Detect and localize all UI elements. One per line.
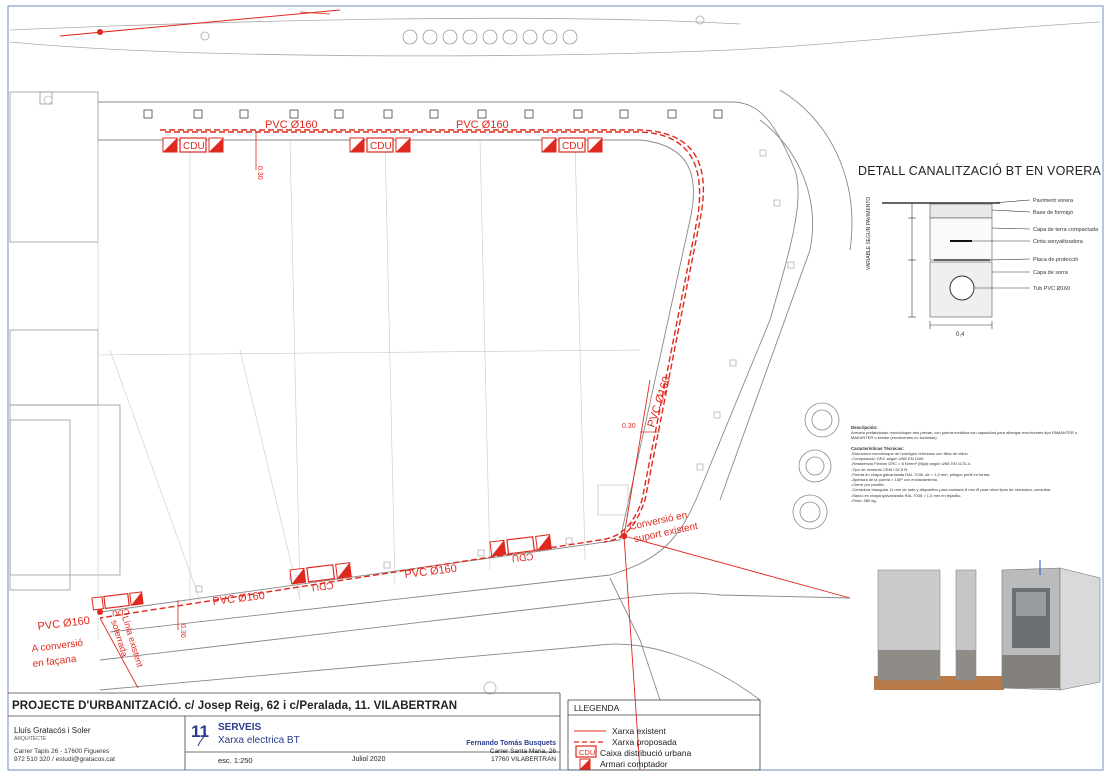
layer-label-5: Capa de sorra bbox=[1033, 270, 1069, 276]
client-name: Fernando Tomás Busquets bbox=[466, 740, 556, 747]
cdu-label-5: CDU bbox=[511, 550, 534, 564]
architect-block: Lluís Gratacós i Soler ARQUITECTE bbox=[14, 726, 90, 744]
desc-text: Armario prefabricado monobloque tres pie… bbox=[851, 430, 1078, 441]
detail-description: Descripción: Armario prefabricado monobl… bbox=[851, 425, 1096, 503]
tech-line: -Apertura de la puerta > 150º con enclav… bbox=[851, 477, 939, 483]
cabinet-illustration bbox=[874, 560, 1101, 691]
dim-030-2: 0.30 bbox=[622, 423, 636, 430]
cdu-label-2: CDU bbox=[370, 141, 392, 152]
client-block: Fernando Tomás Busquets Carrer Santa Mar… bbox=[416, 740, 556, 764]
pvc-label-2: PVC Ø160 bbox=[456, 119, 509, 131]
sheet-subsection: Xarxa electrica BT bbox=[218, 735, 300, 746]
layer-label-0: Paviment vorera bbox=[1033, 198, 1074, 204]
desc-heading: Descripción: bbox=[851, 425, 878, 430]
tech-line: -Puerta en chapa galvanizada RAL 7035, d… bbox=[851, 471, 991, 477]
legend-title: LLEGENDA bbox=[574, 703, 620, 713]
project-title: PROJECTE D'URBANITZACIÓ. c/ Josep Reig, … bbox=[12, 700, 458, 712]
layer-label-2: Capa de terra compactada bbox=[1033, 227, 1099, 233]
dim-030-1: 0.30 bbox=[256, 166, 263, 180]
pvc-label-5: PVC Ø160 bbox=[212, 590, 266, 608]
architect-role: ARQUITECTE bbox=[14, 736, 47, 742]
pvc-label-4: PVC Ø160 bbox=[404, 563, 458, 581]
dim-030-3: 0.30 bbox=[179, 624, 186, 638]
tech-line: -Composición GRC según UNE EN 1169. bbox=[851, 456, 925, 462]
cdu-label-3: CDU bbox=[562, 141, 584, 152]
client-city: 17760 VILABERTRAN bbox=[491, 756, 556, 763]
layer-label-1: Base de formigó bbox=[1033, 210, 1073, 216]
architect-address-block: Carrer Tapis 26 - 17600 Figueres 972 510… bbox=[14, 748, 115, 764]
cdu-label-1: CDU bbox=[183, 141, 205, 152]
architect-contact: 972 510 320 / estudi@gratacos.cat bbox=[14, 756, 115, 763]
tech-line: -Cerradura triangular 11 mm de lado y di… bbox=[851, 487, 1052, 493]
pvc-label-6: PVC Ø160 bbox=[37, 615, 91, 633]
tech-line: -Marco en chapa galvanizada RAL 7035 > 1… bbox=[851, 492, 962, 498]
tech-line: -Peso: 380 kg. bbox=[851, 497, 877, 503]
legend-cdu-symbol: CDU bbox=[579, 748, 595, 757]
cdu-label-6: CDU bbox=[111, 607, 130, 618]
client-address: Carrer Santa Maria, 26 bbox=[489, 748, 556, 755]
variable-depth-label: VARIABLE SEGUN PAVIMENTO bbox=[866, 197, 872, 270]
tech-line: -Tipo de cemento CEM I 52,5 R. bbox=[851, 466, 909, 472]
pvc-label-1: PVC Ø160 bbox=[265, 119, 318, 131]
detail-title: DETALL CANALITZACIÓ BT EN VORERA bbox=[858, 164, 1102, 178]
sheet-date: Juliol 2020 bbox=[352, 756, 386, 763]
layer-label-3: Cinta senyalitzadora bbox=[1033, 239, 1084, 245]
layer-label-6: Tub PVC Ø160 bbox=[1033, 286, 1070, 292]
legend-item-proposed: Xarxa proposada bbox=[612, 737, 677, 747]
legend-item-meter: Armari comptador bbox=[600, 759, 668, 769]
trench-detail-drawing: VARIABLE SEGUN PAVIMENTO 0,4 Paviment vo… bbox=[866, 197, 1099, 338]
tech-line: -Cierre por pestillo. bbox=[851, 482, 885, 488]
cdu-label-4: CDU bbox=[311, 579, 334, 593]
tech-line: -Resistencia Flexión GRC > 8 N/mm² (Mpa)… bbox=[851, 461, 972, 467]
legend-item-cdu: Caixa distribució urbana bbox=[600, 748, 692, 758]
sheet-scale: esc. 1:250 bbox=[218, 756, 253, 765]
conversion-facade-label-2: en façana bbox=[32, 654, 77, 670]
legend-item-existing: Xarxa existent bbox=[612, 726, 666, 736]
width-label: 0,4 bbox=[956, 332, 965, 338]
conversion-facade-label-1: A conversió bbox=[31, 638, 84, 655]
layer-label-4: Placa de protecció bbox=[1033, 257, 1078, 263]
sheet-section: SERVEIS bbox=[218, 722, 262, 733]
sheet-number: 11 bbox=[191, 722, 209, 741]
architect-name: Lluís Gratacós i Soler bbox=[14, 726, 91, 735]
architect-address: Carrer Tapis 26 - 17600 Figueres bbox=[14, 748, 110, 755]
tech-heading: Características Técnicas: bbox=[851, 445, 904, 451]
tech-line: -Estructura monobloque de hormigón refor… bbox=[851, 451, 969, 457]
